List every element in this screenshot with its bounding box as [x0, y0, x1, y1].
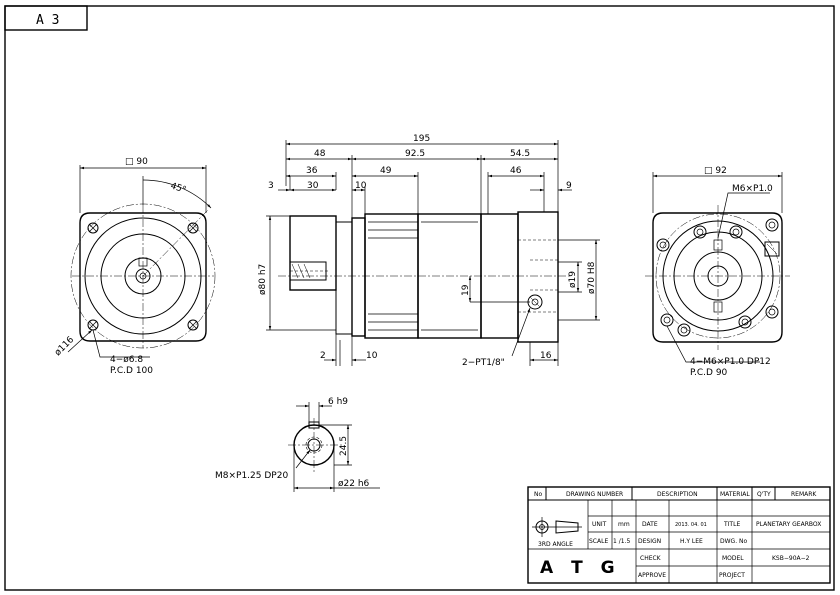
- rear-mounting-holes: [656, 218, 779, 337]
- sheet-border: [4, 5, 835, 591]
- title-block: No DRAWING NUMBER DESCRIPTION MATERIAL Q…: [527, 486, 831, 584]
- tb-unit-label: UNIT: [592, 521, 607, 528]
- tb-date-label: DATE: [642, 521, 658, 528]
- shaft-detail: 6 h9 24.5 M8×P1.25 DP20 ø22 h6: [215, 397, 380, 492]
- side-dim-54-5: 54.5: [510, 149, 530, 159]
- tb-company-logo: A T G: [540, 558, 621, 578]
- rear-holes-callout: 4−M6×P1.0 DP12: [690, 357, 771, 367]
- tb-header-no: No: [534, 491, 542, 498]
- tb-model-value: KSB−90A−2: [772, 555, 810, 562]
- side-dim-10-top: 10: [355, 181, 367, 191]
- tb-dwg-label: DWG. No: [720, 538, 748, 545]
- sheet-size-tab: A 3: [4, 5, 88, 31]
- third-angle-projection-symbol: [532, 517, 582, 537]
- front-diameter-dim: ø116: [53, 335, 76, 358]
- side-dim-80h7: ø80 h7: [258, 264, 268, 295]
- tb-date-value: 2013. 04. 01: [675, 522, 707, 528]
- tb-project-label: PROJECT: [719, 572, 745, 579]
- side-dim-19: 19: [461, 284, 471, 296]
- front-view: □ 90 45° ø116 4−ø6.8 P.C.D 100: [53, 157, 216, 376]
- side-dim-2: 2: [320, 351, 326, 361]
- side-dim-9: 9: [566, 181, 572, 191]
- shaft-thread-callout: M8×P1.25 DP20: [215, 471, 288, 481]
- shaft-key-dim: 6 h9: [328, 397, 348, 407]
- rear-thread-callout: M6×P1.0: [732, 184, 773, 194]
- tb-model-label: MODEL: [722, 555, 744, 562]
- tb-design-value: H.Y LEE: [680, 538, 703, 545]
- side-overall-dim: 195: [413, 134, 430, 144]
- side-dim-92-5: 92.5: [405, 149, 425, 159]
- tb-projection: 3RD ANGLE: [538, 541, 573, 548]
- side-dim-49: 49: [380, 166, 392, 176]
- tb-approve-label: APPROVE: [638, 572, 666, 579]
- side-dim-70h8: ø70 H8: [587, 261, 597, 294]
- side-dim-19-dia: ø19: [568, 271, 578, 288]
- tb-scale-value: 1 /1.5: [613, 538, 630, 545]
- shaft-height-dim: 24.5: [339, 436, 349, 456]
- side-dim-30: 30: [307, 181, 319, 191]
- tb-header-material: MATERIAL: [720, 491, 750, 498]
- front-angle-dim: 45°: [169, 181, 187, 195]
- front-mounting-holes: [87, 222, 199, 331]
- front-holes-callout: 4−ø6.8: [110, 355, 143, 365]
- front-pcd-callout: P.C.D 100: [110, 366, 153, 376]
- front-square-dim: □ 90: [125, 157, 148, 167]
- tb-header-drawing-number: DRAWING NUMBER: [566, 491, 623, 498]
- tb-header-description: DESCRIPTION: [657, 491, 698, 498]
- rear-view: □ 92 M6×P1.0 4−M6×P1.0 DP12 P.C.D 90: [645, 166, 790, 378]
- tb-unit-value: mm: [618, 521, 630, 528]
- side-dim-10-bottom: 10: [366, 351, 378, 361]
- side-dim-46: 46: [510, 166, 522, 176]
- tb-check-label: CHECK: [640, 555, 662, 562]
- side-dim-36: 36: [306, 166, 318, 176]
- sheet-size-label: A 3: [36, 13, 59, 28]
- tb-design-label: DESIGN: [638, 538, 661, 545]
- tb-title-value: PLANETARY GEARBOX: [756, 521, 821, 528]
- side-port-callout: 2−PT1/8": [462, 358, 505, 368]
- rear-pcd-callout: P.C.D 90: [690, 368, 728, 378]
- side-view: 195 48 92.5 54.5 36 30 3 10 49 46 9: [258, 134, 600, 368]
- tb-scale-label: SCALE: [589, 538, 608, 545]
- tb-header-remark: REMARK: [791, 491, 817, 498]
- tb-header-qty: Q'TY: [757, 491, 771, 498]
- side-dim-16: 16: [540, 351, 552, 361]
- side-dim-3: 3: [268, 181, 274, 191]
- rear-square-dim: □ 92: [704, 166, 727, 176]
- tb-title-label: TITLE: [723, 521, 740, 528]
- shaft-diameter-dim: ø22 h6: [338, 479, 370, 489]
- side-dim-48: 48: [314, 149, 326, 159]
